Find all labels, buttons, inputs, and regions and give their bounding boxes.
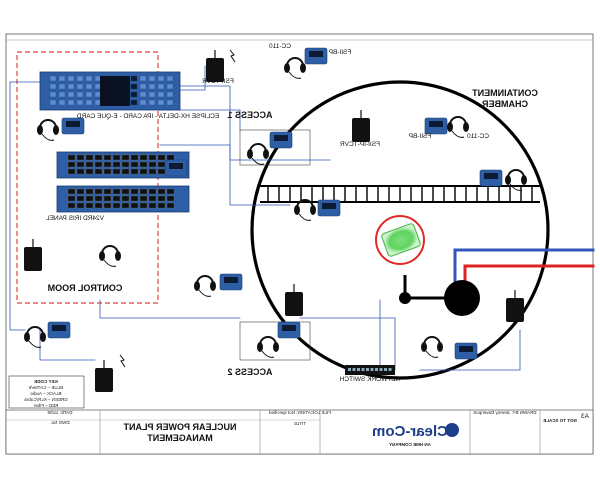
label-access-1: ACCESS 1 [227,110,272,120]
key-code-line-3: GREEN – KLR/Cobra [24,397,68,402]
headset-11 [24,326,46,348]
label-fsii-tcvr: FSII-TCVR [202,78,234,85]
key-code-title: KEY CODE [34,379,57,384]
network-switch [345,365,395,375]
headset-2 [284,57,306,79]
control-room-tcvr-box [24,239,42,271]
containment-rail [260,185,540,203]
headset-5 [447,116,469,138]
project-title-line1: NUCLEAR POWER PLANT [123,422,236,432]
headset-1 [37,119,59,141]
eclipse-frame [39,71,181,111]
access-2-area [239,321,311,361]
headset-4 [294,199,316,221]
title-block: NUCLEAR POWER PLANT MANAGEMENT Clear-Com… [5,409,594,455]
beltpacks [47,47,503,360]
key-code-line-2: BLACK – Audio [30,391,62,396]
clear-com-tagline: AN HME COMPANY [389,442,431,447]
chamber-tcvr-box-1 [285,284,303,316]
headset-6 [505,169,527,191]
label-v24rd-panel: V24RD IRIS PANEL [46,215,104,222]
beltpack-1 [61,117,85,135]
beltpack-11 [164,159,188,177]
headsets [24,57,527,358]
clear-com-logo-icon [445,423,459,437]
title-label: TITLE [294,421,306,426]
beltpack-3 [269,131,293,149]
label-cc110-chamber: CC-110 [467,133,489,140]
fsii-tcvr-box [206,50,224,82]
wireless-icon-1 [229,49,236,63]
dwg-no: DWG No. [50,420,69,425]
headset-9 [194,275,216,297]
transceivers [24,50,524,392]
chamber-tcvr-box-2 [506,290,524,322]
beltpack-5 [317,199,341,217]
scale-note: NOT TO SCALE [543,418,576,423]
beltpack-9 [479,169,503,187]
label-network-switch: NETWORK SWITCH [339,376,400,383]
clear-com-logo: Clear-Com [372,423,448,440]
wireless-symbols [119,49,236,368]
access-1-area [239,129,311,166]
label-control-room: CONTROL ROOM [48,283,123,293]
headset-10 [99,245,121,267]
beltpack-8 [424,117,448,135]
label-fsii-ip-tcvr: FSII-IP-TCVR [340,141,380,148]
label-fsii-bp-top: FSII-BP [329,49,352,56]
drawn-by: DRAWN BY: Jeremy Davenport [473,410,537,415]
label-eclipse-frame: ECLIPSE HX-DELTA - IPA CARD - E-QUE CARD [77,113,220,120]
headset-8 [257,336,279,358]
file-location: FILE LOCATION: Not specified [269,410,331,415]
wireless-icon-2 [119,354,126,368]
beltpack-7 [219,273,243,291]
label-fsii-bp-chamber: FSII-BP [409,133,432,140]
beltpack-4 [277,321,301,339]
beltpack-6 [47,321,71,339]
project-title-line2: MANAGEMENT [147,433,213,443]
reactor-tank [399,275,480,316]
reactor-core [375,215,425,265]
fsii-ip-tcvr-box [352,110,370,142]
beltpack-10 [454,342,478,360]
headset-3 [247,143,269,165]
key-code-line-1: BLUE – CAT5e/6 [28,385,63,390]
label-access-2: ACCESS 2 [227,367,272,377]
key-code-box: KEY CODE BLUE – CAT5e/6 BLACK – Audio GR… [8,375,85,409]
date-label: DATE: 11/08 [47,410,73,415]
beltpack-2 [304,47,328,65]
key-code-line-4: RED – Fiber [33,403,58,408]
eclipse-display [100,76,130,106]
headset-7 [421,336,443,358]
access2-tcvr-box [95,360,113,392]
label-containment-line2: CHAMBER [482,99,528,109]
sheet-size: A3 [581,413,589,420]
label-containment-line1: CONTAINMENT [472,88,538,98]
label-cc110-top: CC-110 [269,43,291,50]
